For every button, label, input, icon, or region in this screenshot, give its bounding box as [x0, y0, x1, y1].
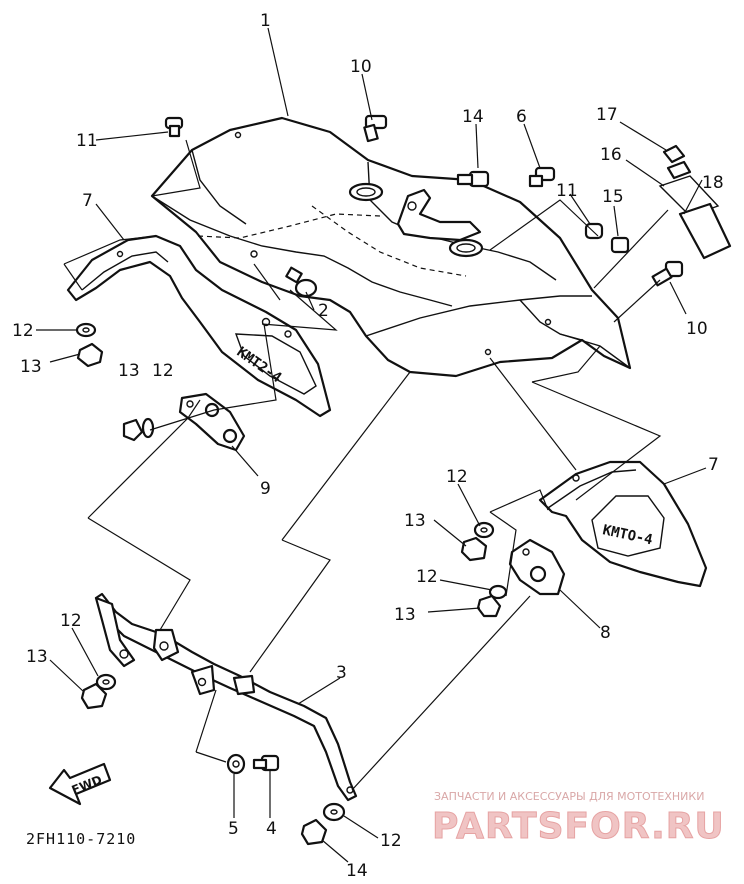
nut-13-c — [460, 536, 488, 562]
washer-12-f — [322, 802, 346, 822]
watermark: ЗАПЧАСТИ И АКСЕССУАРЫ ДЛЯ МОТОТЕХНИКИ PA… — [432, 790, 725, 848]
callout-8: 8 — [600, 623, 611, 643]
nut-13-f — [300, 818, 328, 846]
callout-numbers: 1 2 3 4 5 6 7 7 8 9 10 10 11 11 12 12 12… — [12, 11, 724, 881]
callout-13-e: 13 — [26, 647, 48, 667]
watermark-brand: PARTSFOR.RU — [432, 806, 725, 847]
callout-1: 1 — [260, 11, 271, 31]
callout-12-a: 12 — [12, 321, 34, 341]
fwd-arrow-icon: FWD — [48, 762, 112, 806]
callout-3: 3 — [336, 663, 347, 683]
callout-14-left: 14 — [462, 107, 484, 127]
bolt-14-right — [610, 236, 630, 254]
washer-12-b — [141, 417, 155, 439]
callout-11-right: 11 — [556, 181, 578, 201]
callout-5: 5 — [228, 819, 239, 839]
callout-7-right: 7 — [708, 455, 719, 475]
washer-12-c — [473, 521, 495, 539]
callout-14-right: 15 — [602, 187, 624, 207]
callout-13-c: 13 — [404, 511, 426, 531]
callout-2: 2 — [318, 301, 329, 321]
label-plate-17 — [678, 202, 732, 260]
label-plate-16 — [666, 160, 692, 180]
callout-12-f: 12 — [380, 831, 402, 851]
watermark-tagline: ЗАПЧАСТИ И АКСЕССУАРЫ ДЛЯ МОТОТЕХНИКИ — [434, 790, 704, 803]
nut-13-b — [122, 418, 144, 442]
callout-6: 6 — [516, 107, 527, 127]
washer-12-a — [75, 322, 97, 338]
bolt-11-right — [584, 222, 604, 240]
callout-13-b: 13 — [118, 361, 140, 381]
callout-16: 17 — [596, 105, 618, 125]
callout-12-e: 12 — [60, 611, 82, 631]
callout-12-b: 12 — [152, 361, 174, 381]
washer-12-e — [95, 673, 117, 691]
nut-13-e — [80, 682, 108, 710]
right-mud-flap-part: KMTO-4 — [538, 460, 708, 588]
callout-7-left: 7 — [82, 191, 93, 211]
bolt-6 — [528, 166, 556, 188]
callout-15: 16 — [600, 145, 622, 165]
diagram-code: 2FH110-7210 — [26, 830, 136, 848]
left-bracket-plate-part — [178, 392, 246, 452]
leader-lines — [36, 27, 707, 863]
bolt-10-top — [363, 114, 388, 143]
right-bracket-plate-part — [508, 538, 566, 596]
callout-11-left: 11 — [76, 131, 98, 151]
callout-13-a: 13 — [20, 357, 42, 377]
callout-12-c: 12 — [446, 467, 468, 487]
label-plate-18 — [662, 144, 686, 164]
washer-5 — [226, 753, 246, 775]
callout-13-f: 14 — [346, 861, 368, 881]
callout-4: 4 — [266, 819, 277, 839]
bolt-14-left — [456, 170, 490, 188]
callout-12-d: 12 — [416, 567, 438, 587]
bolt-11-left — [164, 116, 184, 138]
bolt-10-right — [651, 260, 684, 287]
front-fender-part — [150, 116, 632, 378]
callout-10-right: 10 — [686, 319, 708, 339]
callout-9: 9 — [260, 479, 271, 499]
label-plate-15 — [658, 175, 720, 217]
nut-13-a — [76, 342, 104, 368]
bolt-4 — [252, 754, 280, 772]
left-mud-flap-part: KMT2-4 — [66, 234, 332, 418]
callout-10-top: 10 — [350, 57, 372, 77]
callout-13-d: 13 — [394, 605, 416, 625]
callout-17: 18 — [702, 173, 724, 193]
front-fender-stay-part — [94, 592, 358, 802]
bolt-2 — [285, 266, 318, 298]
